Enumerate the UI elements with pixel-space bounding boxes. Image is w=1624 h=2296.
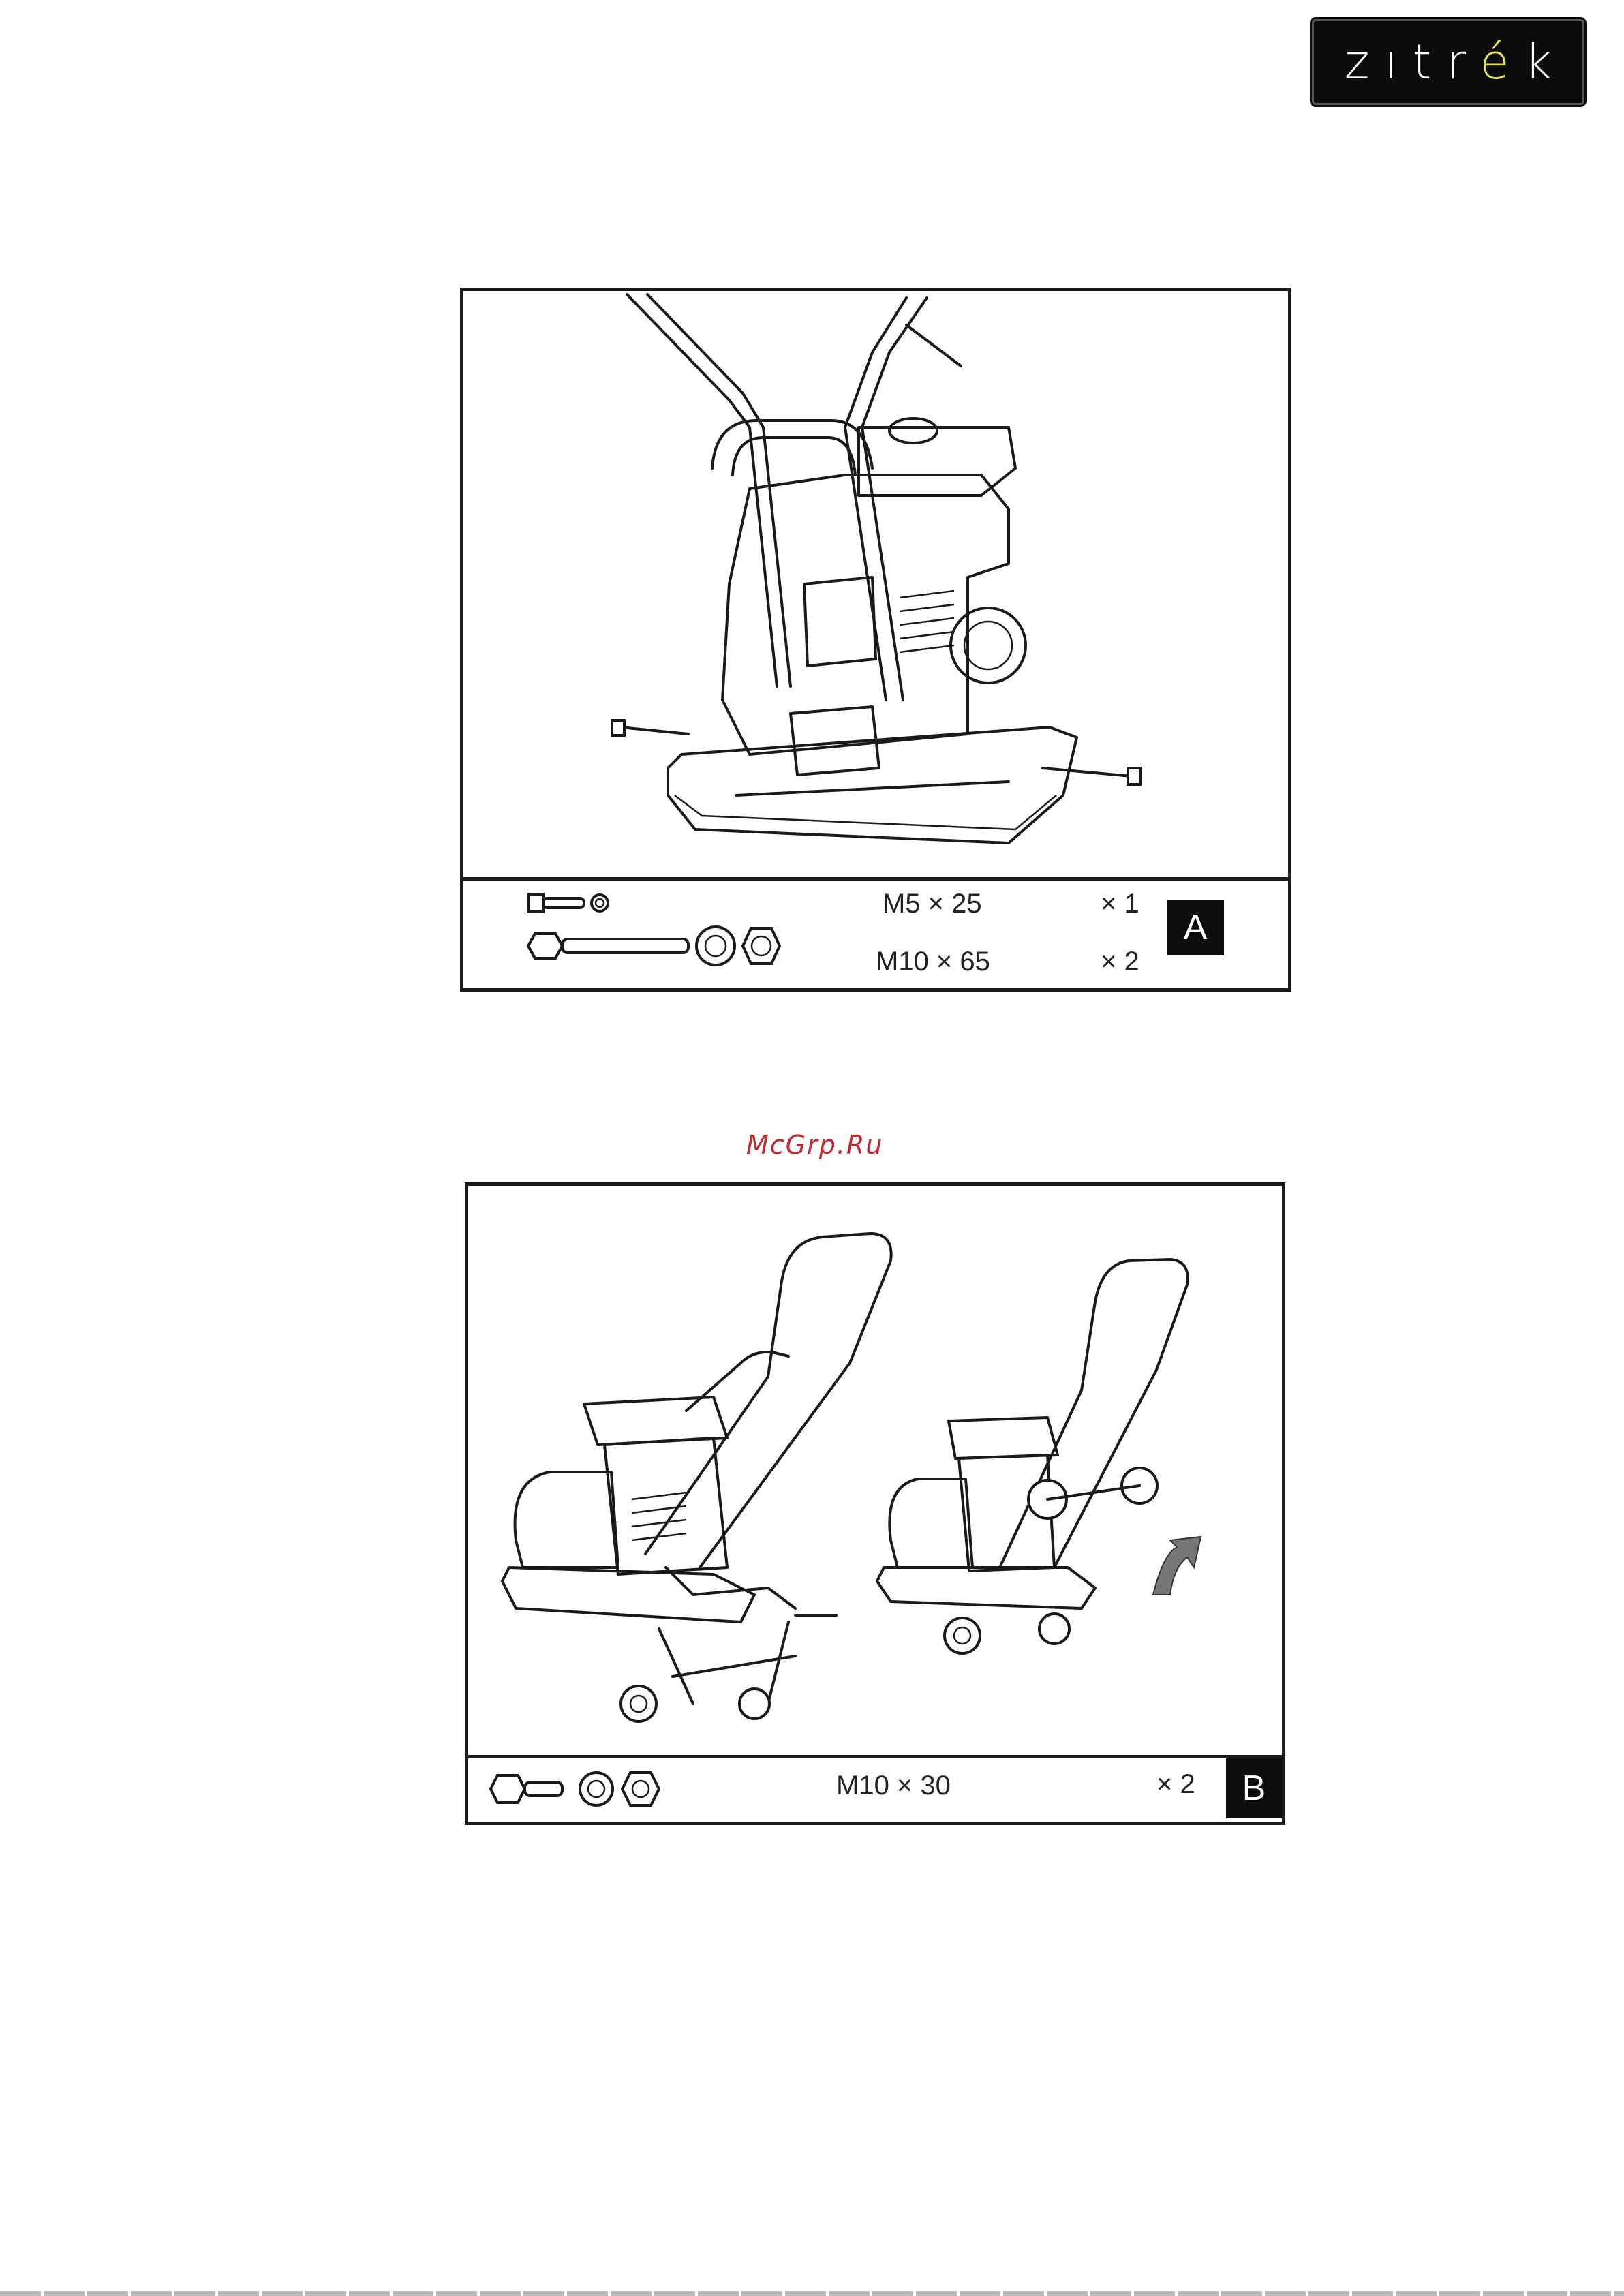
part-quantity: × 1 xyxy=(1101,889,1139,919)
m10-bolt-washer-nut-icon xyxy=(487,1764,678,1814)
step-label-badge: A xyxy=(1167,900,1224,955)
part-quantity: × 2 xyxy=(1101,947,1139,977)
wheel-kit-mounting-illustration xyxy=(468,1186,1282,1762)
part-spec: M10 × 30 xyxy=(836,1771,951,1801)
watermark: McGrp.Ru xyxy=(746,1130,883,1160)
brand-logo: zıtrék xyxy=(1312,19,1584,105)
part-quantity: × 2 xyxy=(1156,1769,1195,1800)
step-b-parts-legend: M10 × 30 × 2 B xyxy=(468,1755,1282,1822)
assembly-step-a-panel: M5 × 25 × 1 M10 × 65 × 2 A xyxy=(460,288,1291,992)
part-spec: M10 × 65 xyxy=(876,947,990,977)
step-a-parts-legend: M5 × 25 × 1 M10 × 65 × 2 A xyxy=(463,877,1288,988)
bottom-rule xyxy=(0,2291,1624,2296)
m5-bolt-washer-icon xyxy=(525,885,784,980)
brand-logo-text: zıtrék xyxy=(1345,34,1567,90)
step-label-badge: B xyxy=(1226,1758,1282,1818)
handle-mounting-illustration xyxy=(463,291,1288,884)
part-spec: M5 × 25 xyxy=(883,889,982,919)
assembly-step-b-panel: M10 × 30 × 2 B xyxy=(465,1182,1285,1825)
